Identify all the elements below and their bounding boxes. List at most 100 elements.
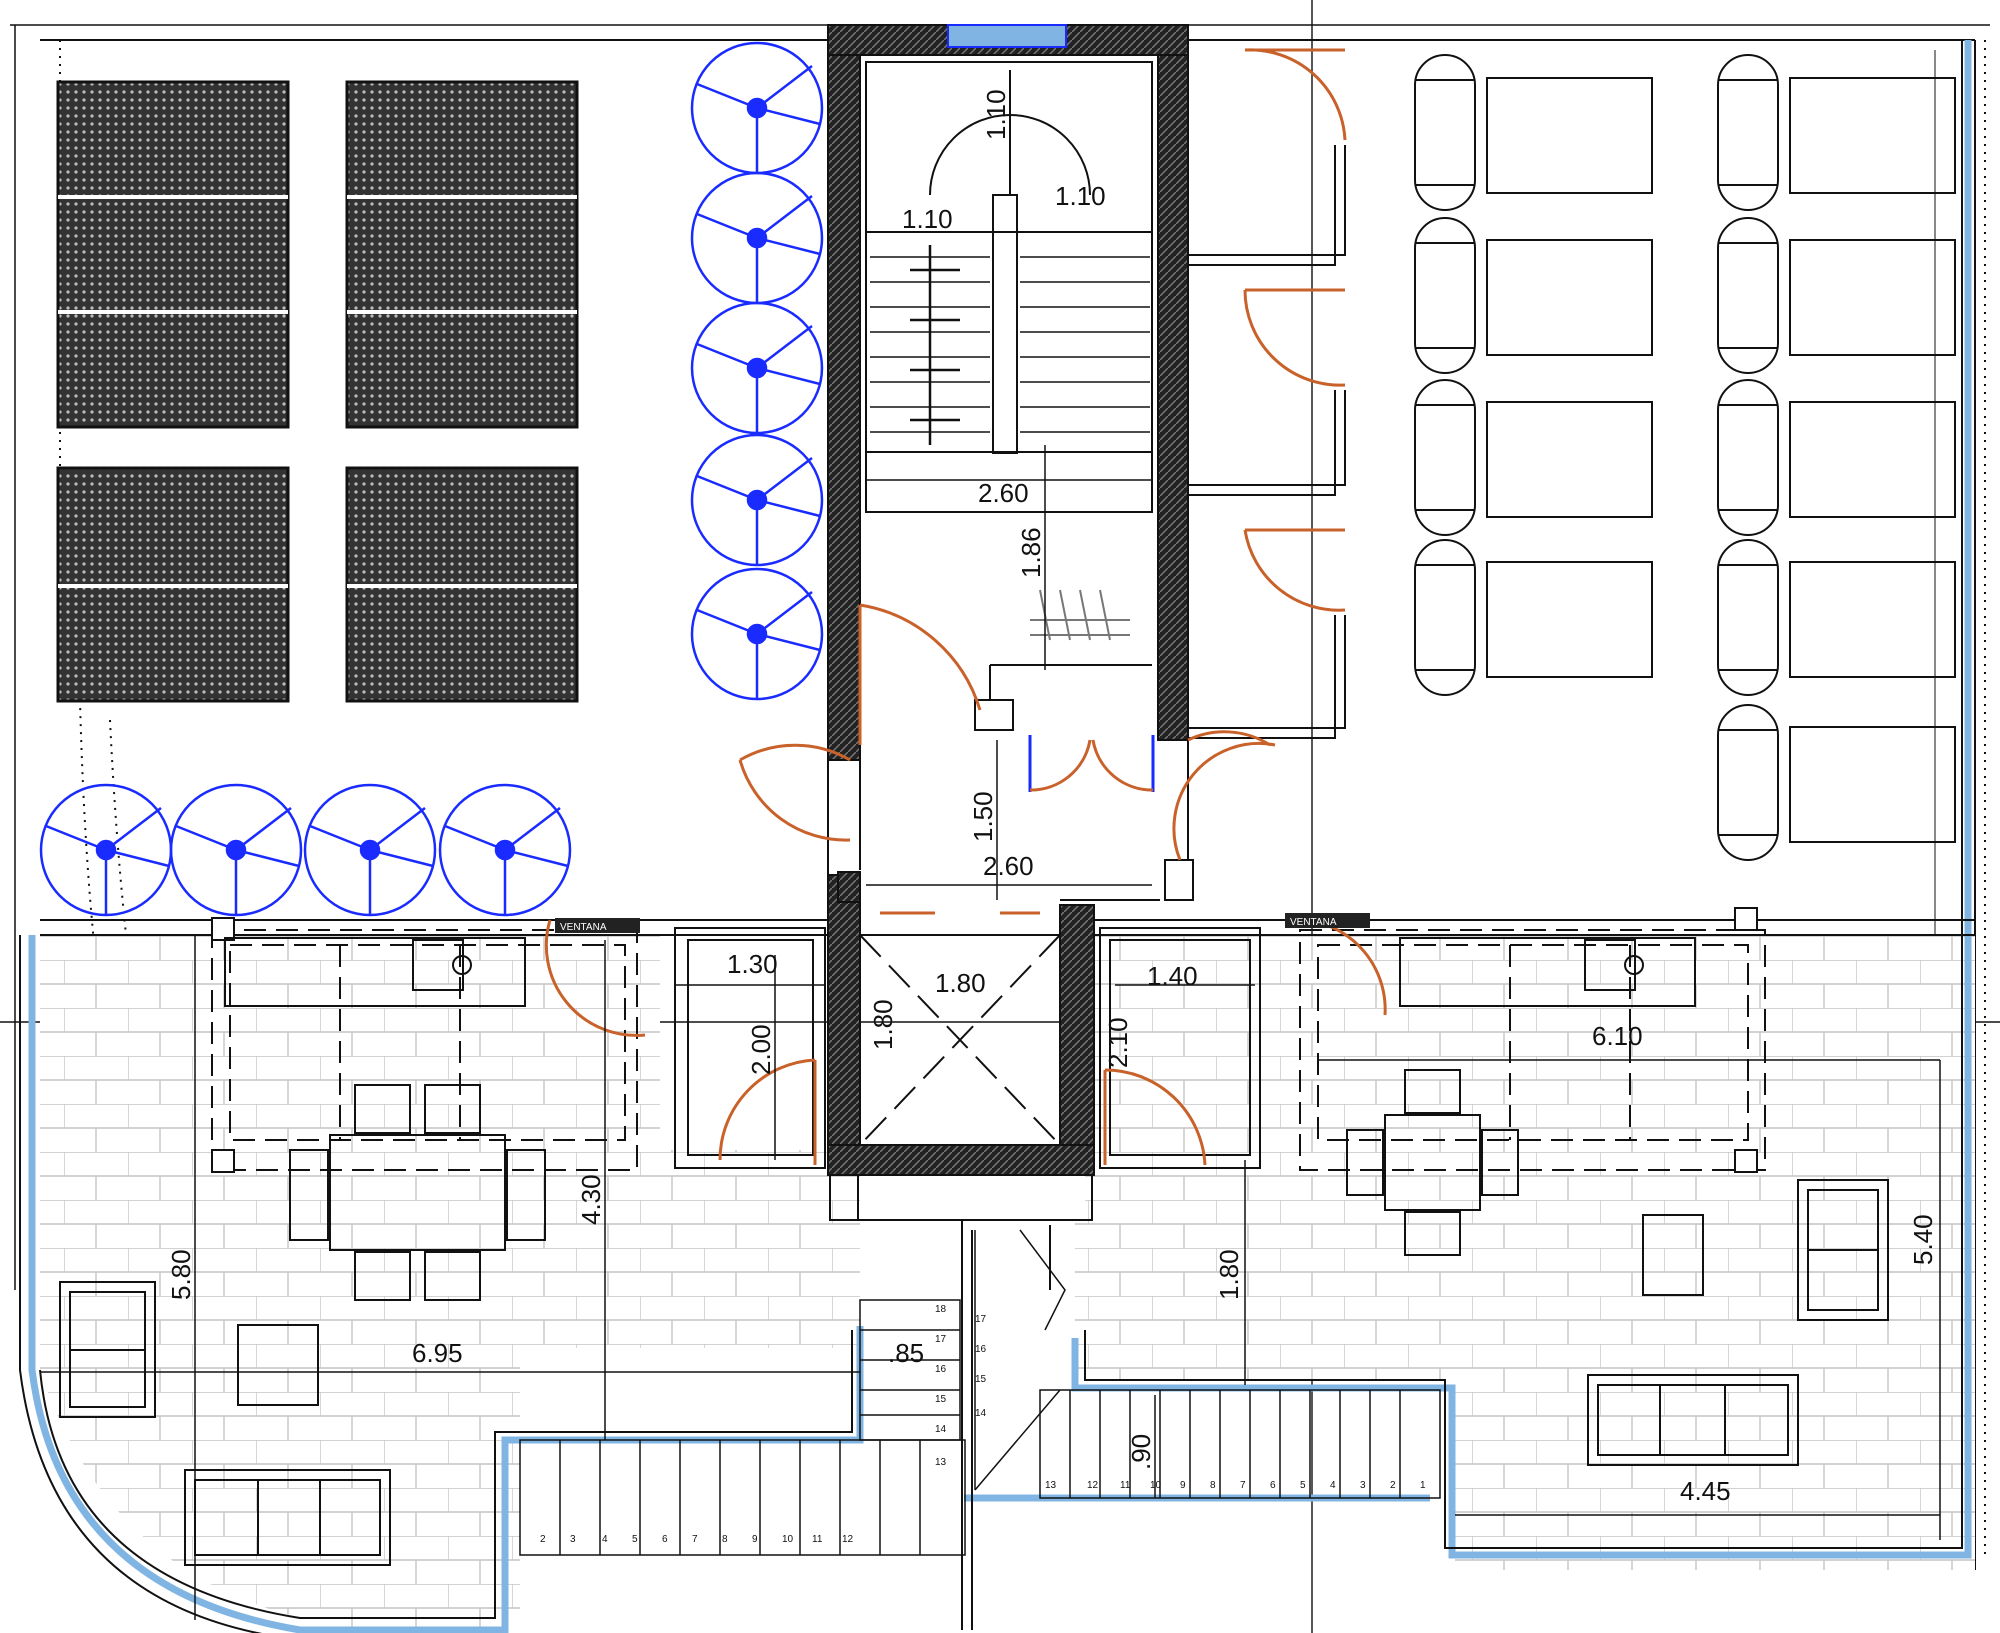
stair-core-walls <box>827 24 1189 1176</box>
dim-elevator-width: 1.80 <box>935 968 986 998</box>
top-right-rooms <box>1188 145 1346 739</box>
step-number: 2 <box>1390 1480 1396 1491</box>
dimension-lines <box>40 445 1941 1620</box>
dim-elevator-depth: 1.80 <box>868 999 898 1050</box>
door-tag-left: VENTANA <box>555 918 640 933</box>
pergola-posts <box>211 907 1758 1173</box>
sun-lounger-icon <box>1717 539 1956 696</box>
step-number: 10 <box>782 1534 794 1545</box>
step-number: 3 <box>570 1534 576 1545</box>
step-number: 9 <box>1180 1480 1186 1491</box>
terrace-right <box>1075 935 1975 1570</box>
dim-stair-lobby-depth: 1.86 <box>1016 527 1046 578</box>
sink-icon <box>412 939 472 991</box>
step-number: 16 <box>935 1364 947 1375</box>
planters <box>39 41 824 917</box>
dim-hall-depth: 1.50 <box>968 791 998 842</box>
dim-stair-gap: .85 <box>888 1338 924 1368</box>
dim-central-depth: 1.80 <box>1214 1249 1244 1300</box>
step-numbers-left-vertical: 18 17 16 15 14 13 <box>935 1304 947 1468</box>
solar-panel-icon <box>56 80 290 429</box>
pergola-right <box>1299 929 1766 1171</box>
dim-terrace-left-curve: 5.80 <box>166 1249 196 1300</box>
dim-stair-landing-depth: 1.10 <box>981 89 1011 140</box>
step-number: 8 <box>1210 1480 1216 1491</box>
terrace-walls <box>40 919 1975 1630</box>
step-number: 4 <box>1330 1480 1336 1491</box>
dim-hall-width: 2.60 <box>983 851 1034 881</box>
step-numbers-left-bottom: 2 3 4 5 6 7 8 9 10 11 12 <box>540 1534 854 1545</box>
balustrade-edge <box>19 40 1963 1633</box>
step-number: 7 <box>1240 1480 1246 1491</box>
step-numbers-right-bottom: 13 12 11 10 9 8 7 6 5 4 3 2 1 <box>1045 1480 1426 1491</box>
step-number: 6 <box>1270 1480 1276 1491</box>
plant-icon <box>690 171 824 305</box>
dim-storage-right-width: 1.40 <box>1147 961 1198 991</box>
dim-storage-right-depth: 2.10 <box>1103 1017 1133 1068</box>
door-tag-left-text: VENTANA <box>560 922 607 933</box>
step-number: 5 <box>1300 1480 1306 1491</box>
dim-stair-width: 2.60 <box>978 478 1029 508</box>
step-number: 11 <box>812 1534 823 1545</box>
solar-panel-array <box>56 80 579 703</box>
step-number: 7 <box>692 1534 698 1545</box>
glass-doors <box>1028 735 1155 792</box>
sun-lounger-icon <box>1717 54 1956 211</box>
dim-terrace-right-depth: 5.40 <box>1908 1214 1938 1265</box>
sun-lounger-icon <box>1414 54 1653 211</box>
step-number: 2 <box>540 1534 546 1545</box>
sun-lounger-icon <box>1717 379 1956 536</box>
counter-right <box>1399 937 1696 1007</box>
elevator-icon <box>829 934 1093 1221</box>
sun-loungers <box>1414 54 1956 861</box>
sun-lounger-icon <box>1414 539 1653 696</box>
solar-panel-icon <box>345 80 579 429</box>
step-number: 17 <box>935 1334 947 1345</box>
step-number: 12 <box>842 1534 854 1545</box>
plant-icon <box>690 301 824 435</box>
step-number: 4 <box>602 1534 608 1545</box>
dim-terrace-right-lower-width: 4.45 <box>1680 1476 1731 1506</box>
door-tag-right: VENTANA <box>1285 913 1370 928</box>
dim-stair-flight-left: 1.10 <box>902 204 953 234</box>
step-number: 13 <box>1045 1480 1057 1491</box>
step-number: 8 <box>722 1534 728 1545</box>
plant-icon <box>39 783 173 917</box>
step-number: 5 <box>632 1534 638 1545</box>
pergola-left <box>211 929 638 1171</box>
step-number: 1 <box>1420 1480 1426 1491</box>
door-tag-right-text: VENTANA <box>1290 917 1337 928</box>
dim-terrace-left-width: 6.95 <box>412 1338 463 1368</box>
step-number: 14 <box>975 1408 987 1419</box>
step-number: 18 <box>935 1304 947 1315</box>
sink-icon <box>1584 939 1644 991</box>
step-number: 16 <box>975 1344 987 1355</box>
dim-central-stair-depth: .90 <box>1126 1434 1156 1470</box>
dim-terrace-left-depth: 4.30 <box>576 1174 606 1225</box>
step-number: 6 <box>662 1534 668 1545</box>
solar-panel-icon <box>345 466 579 703</box>
step-numbers-center-vertical: 17 16 15 14 <box>975 1314 987 1419</box>
plant-icon <box>690 433 824 567</box>
step-number: 12 <box>1087 1480 1099 1491</box>
solar-panel-icon <box>56 466 290 703</box>
dim-stair-flight-right: 1.10 <box>1055 181 1106 211</box>
stair-core-lines <box>865 61 1153 731</box>
sun-lounger-icon <box>1414 217 1653 374</box>
plant-icon <box>169 783 303 917</box>
step-number: 11 <box>1120 1480 1131 1491</box>
terrace-stairs-right <box>974 1229 1441 1499</box>
plant-icon <box>690 41 824 175</box>
dim-storage-left-width: 1.30 <box>727 949 778 979</box>
dim-storage-left-depth: 2.00 <box>746 1024 776 1075</box>
sun-lounger-icon <box>1717 217 1956 374</box>
dining-table-right <box>1346 1069 1519 1256</box>
hall-lines <box>827 740 1194 903</box>
step-number: 15 <box>935 1394 947 1405</box>
lounge-furniture <box>59 1179 1889 1566</box>
counter-left <box>224 937 526 1007</box>
step-number: 10 <box>1150 1480 1162 1491</box>
sun-lounger-icon <box>1414 379 1653 536</box>
plant-icon <box>303 783 437 917</box>
